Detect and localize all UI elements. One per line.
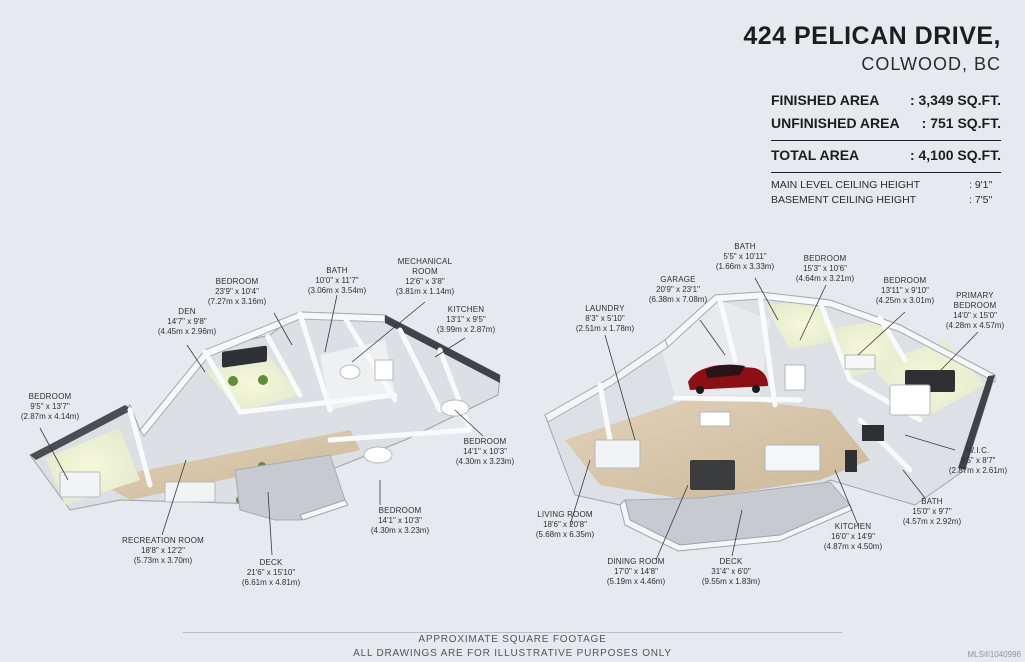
label-basement-bedroom-center: BEDROOM 14'1" x 10'3" (4.30m x 3.23m) — [370, 506, 430, 535]
total-area-row: TOTAL AREA : 4,100 SQ.FT. — [771, 147, 1001, 170]
label-den: DEN 14'7" x 9'8" (4.45m x 2.96m) — [157, 307, 217, 336]
basement-deck — [234, 454, 346, 521]
label-main-deck: DECK 31'4" x 6'0" (9.55m x 1.83m) — [701, 557, 761, 586]
main-wall-right — [958, 375, 995, 470]
basement-deck-railing — [299, 499, 349, 521]
bedroom-top-floor — [765, 300, 840, 350]
main-ceiling-row: MAIN LEVEL CEILING HEIGHT : 9'1" — [771, 179, 1001, 194]
footer-divider — [183, 632, 842, 633]
basement-ceiling-row: BASEMENT CEILING HEIGHT : 7'5" — [771, 194, 1001, 209]
mls-watermark: MLS®1040996 — [967, 650, 1022, 659]
den-floor — [205, 355, 300, 412]
label-wic: W.I.C. 9'5" x 8'7" (2.87m x 2.61m) — [948, 446, 1008, 475]
footer-line-2: ALL DRAWINGS ARE FOR ILLUSTRATIVE PURPOS… — [353, 648, 672, 659]
label-primary-bedroom: PRIMARY BEDROOM 14'0" x 15'0" (4.28m x 4… — [945, 291, 1005, 330]
total-area-value: : 4,100 SQ.FT. — [909, 147, 1001, 163]
unfinished-area-row: UNFINISHED AREA : 751 SQ.FT. — [771, 115, 1001, 138]
garage-car — [688, 364, 768, 394]
main-wall-left — [544, 339, 669, 423]
property-address: 424 PELICAN DRIVE, — [743, 22, 1001, 50]
footer-line-1: APPROXIMATE SQUARE FOOTAGE — [418, 634, 607, 645]
main-open-plan-floor — [565, 395, 870, 500]
finished-area-label: FINISHED AREA — [771, 92, 880, 108]
label-garage: GARAGE 20'9" x 23'1" (6.38m x 7.08m) — [648, 275, 708, 304]
label-basement-bedroom-right: BEDROOM 14'1" x 10'3" (4.30m x 3.23m) — [455, 437, 515, 466]
basement-interior-walls — [127, 311, 473, 488]
label-living-room: LIVING ROOM 18'6" x 20'8" (5.68m x 6.35m… — [535, 510, 595, 539]
basement-plan — [29, 311, 501, 521]
label-mechanical-room: MECHANICAL ROOM 12'6" x 3'8" (3.81m x 1.… — [395, 257, 455, 296]
main-wall-top — [664, 291, 996, 383]
label-main-kitchen: KITCHEN 16'0" x 14'9" (4.87m x 4.50m) — [823, 522, 883, 551]
basement-ceiling-value: : 7'5" — [969, 194, 993, 206]
label-basement-deck: DECK 21'6" x 15'10" (6.61m x 4.81m) — [241, 558, 301, 587]
area-divider — [771, 140, 1001, 141]
basement-ceiling-label: BASEMENT CEILING HEIGHT — [771, 194, 917, 206]
basement-wall-back — [30, 405, 132, 460]
total-divider — [771, 172, 1001, 173]
finished-area-value: : 3,349 SQ.FT. — [909, 92, 1001, 108]
unfinished-area-value: : 751 SQ.FT. — [921, 115, 1001, 131]
label-dining-room: DINING ROOM 17'0" x 14'8" (5.19m x 4.46m… — [606, 557, 666, 586]
label-basement-kitchen: KITCHEN 13'1" x 9'5" (3.99m x 2.87m) — [436, 305, 496, 334]
label-main-bath-2: BATH 15'0" x 9'7" (4.57m x 2.92m) — [902, 497, 962, 526]
main-ceiling-label: MAIN LEVEL CEILING HEIGHT — [771, 179, 920, 191]
basement-corridor-floor — [95, 430, 360, 500]
total-area-label: TOTAL AREA — [771, 147, 860, 163]
label-basement-bedroom-left: BEDROOM 9'5" x 13'7" (2.87m x 4.14m) — [20, 392, 80, 421]
label-leader-lines — [39, 277, 979, 561]
area-summary: FINISHED AREA : 3,349 SQ.FT. UNFINISHED … — [771, 92, 1001, 209]
label-main-bedroom-top: BEDROOM 15'3" x 10'6" (4.64m x 3.21m) — [795, 254, 855, 283]
label-recreation-room: RECREATION ROOM 18'8" x 12'2" (5.73m x 3… — [122, 536, 204, 565]
label-basement-bedroom-1: BEDROOM 23'9" x 10'4" (7.27m x 3.16m) — [207, 277, 267, 306]
main-ceiling-value: : 9'1" — [969, 179, 993, 191]
property-city: COLWOOD, BC — [861, 54, 1001, 74]
label-laundry: LAUNDRY 8'3" x 5'10" (2.51m x 1.78m) — [575, 304, 635, 333]
finished-area-row: FINISHED AREA : 3,349 SQ.FT. — [771, 92, 1001, 115]
main-level-plan — [544, 291, 996, 552]
label-main-bedroom-mid: BEDROOM 13'11" x 9'10" (4.25m x 3.01m) — [875, 276, 935, 305]
basement-wall-right — [385, 315, 500, 383]
unfinished-area-label: UNFINISHED AREA — [771, 115, 900, 131]
label-basement-bath: BATH 10'0" x 11'7" (3.06m x 3.54m) — [307, 266, 367, 295]
label-main-bath: BATH 5'5" x 10'11" (1.66m x 3.33m) — [715, 242, 775, 271]
